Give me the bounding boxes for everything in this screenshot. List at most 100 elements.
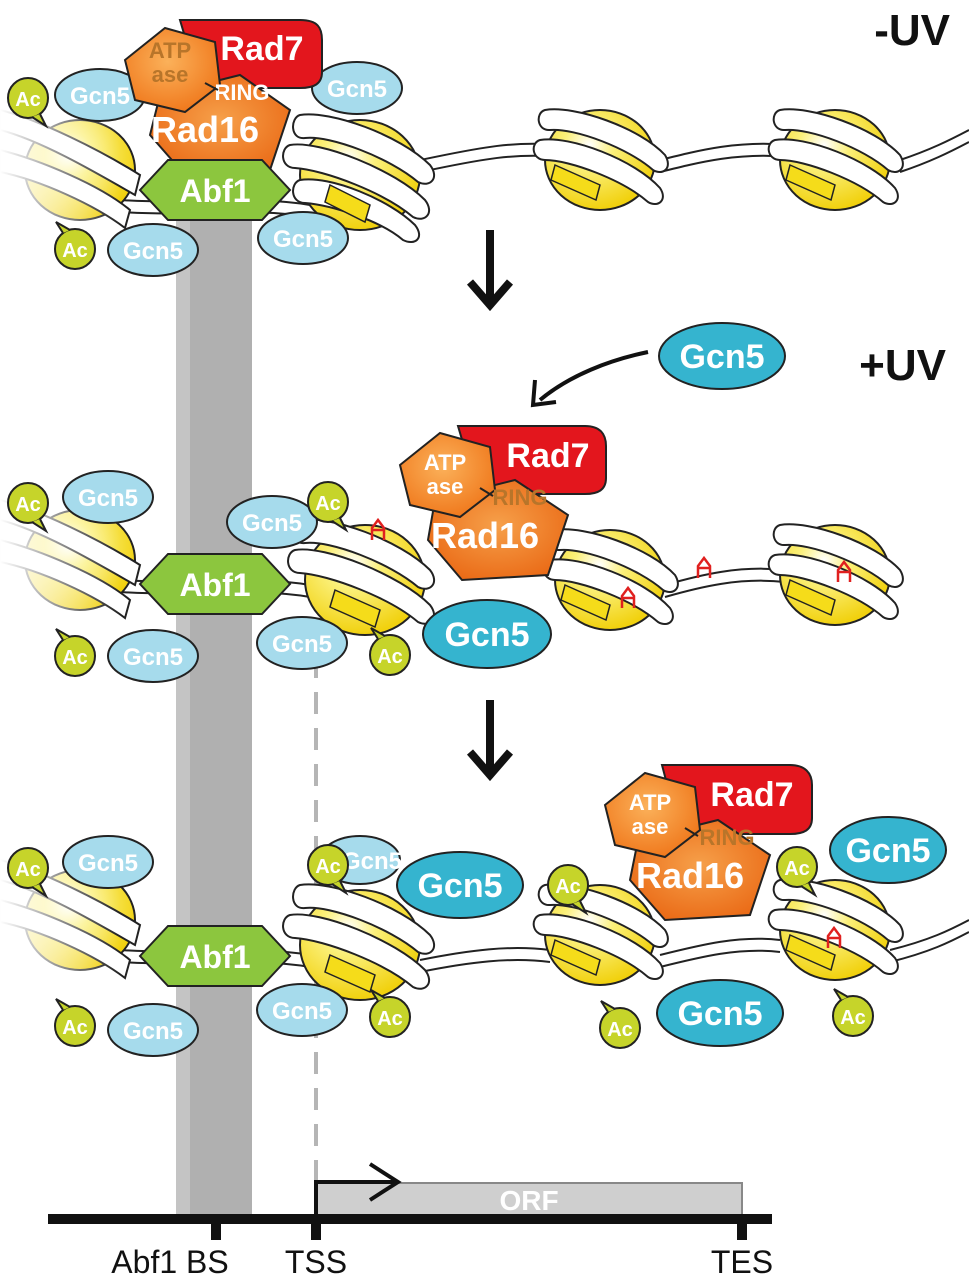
svg-text:Ac: Ac	[315, 856, 341, 878]
nucleosome	[287, 518, 436, 636]
svg-text:Gcn5: Gcn5	[679, 338, 764, 376]
abf1-protein: Abf1	[138, 553, 292, 615]
nucleosome	[767, 523, 904, 626]
gcn5-bound: Gcn5	[422, 599, 552, 669]
abf1-protein: Abf1	[138, 925, 292, 987]
svg-text:Gcn5: Gcn5	[845, 832, 930, 870]
acetyl-mark: Ac	[7, 847, 49, 899]
acetyl-mark: Ac	[832, 988, 874, 1037]
svg-text:RING: RING	[700, 825, 755, 850]
svg-text:ATP: ATP	[149, 38, 191, 63]
arrow-down	[466, 230, 514, 312]
svg-text:RING: RING	[215, 80, 270, 105]
svg-text:Ac: Ac	[315, 493, 341, 515]
svg-text:Gcn5: Gcn5	[70, 83, 130, 110]
acetyl-mark: Ac	[307, 481, 349, 533]
gcn5-bound: Gcn5	[829, 816, 947, 884]
gcn5-faded: Gcn5	[107, 1003, 199, 1057]
svg-text:Ac: Ac	[62, 240, 88, 262]
gcn5-recruited: Gcn5	[658, 322, 786, 390]
svg-text:Ac: Ac	[15, 494, 41, 516]
svg-text:ase: ase	[632, 814, 669, 839]
svg-text:Ac: Ac	[62, 647, 88, 669]
svg-text:Rad7: Rad7	[220, 30, 303, 68]
svg-text:Gcn5: Gcn5	[677, 995, 762, 1033]
acetyl-mark: Ac	[7, 482, 49, 534]
svg-text:Ac: Ac	[377, 646, 403, 668]
uv-lesion-icon	[370, 517, 386, 540]
acetyl-mark: Ac	[599, 1000, 641, 1049]
plus-uv-label: +UV	[859, 341, 946, 390]
uv-lesion-icon	[826, 925, 842, 948]
svg-text:Gcn5: Gcn5	[272, 631, 332, 658]
recruitment-arrow	[538, 350, 649, 402]
acetyl-mark: Ac	[369, 627, 411, 676]
svg-text:ase: ase	[152, 62, 189, 87]
gcn5-faded: Gcn5	[107, 223, 199, 277]
gcn5-bound: Gcn5	[396, 851, 524, 919]
svg-text:Ac: Ac	[607, 1019, 633, 1041]
svg-text:Ac: Ac	[62, 1017, 88, 1039]
svg-text:Gcn5: Gcn5	[444, 616, 529, 654]
nucleosome	[532, 883, 669, 986]
rad7-rad16-complex: Rad7 ATP ase RING Rad16	[603, 764, 813, 922]
svg-text:Abf1: Abf1	[179, 939, 250, 975]
gcn5-faded: Gcn5	[311, 61, 403, 115]
uv-lesion-icon	[836, 559, 852, 582]
abf1-protein: Abf1	[138, 159, 292, 221]
svg-text:RING: RING	[493, 485, 548, 510]
acetyl-mark: Ac	[7, 77, 49, 129]
nucleosome	[282, 113, 436, 244]
svg-text:ATP: ATP	[424, 450, 466, 475]
svg-text:Rad7: Rad7	[506, 437, 589, 475]
tss-label: TSS	[285, 1244, 347, 1280]
gcn5-faded: Gcn5	[256, 616, 348, 670]
acetyl-mark: Ac	[54, 628, 96, 677]
panel-plus-uv: Gcn5 +UV	[0, 322, 947, 683]
svg-text:Rad16: Rad16	[151, 109, 259, 150]
gcn5-bound: Gcn5	[656, 979, 784, 1047]
svg-text:Abf1: Abf1	[179, 173, 250, 209]
svg-text:Gcn5: Gcn5	[327, 76, 387, 103]
dna-line	[48, 1214, 772, 1224]
svg-text:Gcn5: Gcn5	[123, 644, 183, 671]
svg-text:Ac: Ac	[840, 1007, 866, 1029]
svg-text:Gcn5: Gcn5	[123, 238, 183, 265]
svg-text:Rad7: Rad7	[710, 776, 793, 814]
tes-label: TES	[711, 1244, 773, 1280]
svg-text:Ac: Ac	[784, 858, 810, 880]
svg-text:Abf1: Abf1	[179, 567, 250, 603]
svg-text:Ac: Ac	[15, 859, 41, 881]
acetyl-mark: Ac	[54, 998, 96, 1047]
svg-text:ase: ase	[427, 474, 464, 499]
svg-text:Gcn5: Gcn5	[78, 485, 138, 512]
svg-text:ORF: ORF	[499, 1185, 558, 1216]
uv-lesion-icon	[620, 585, 636, 608]
svg-text:Gcn5: Gcn5	[342, 848, 402, 875]
acetyl-mark: Ac	[307, 844, 349, 896]
gcn5-faded: Gcn5	[107, 629, 199, 683]
svg-text:Gcn5: Gcn5	[78, 850, 138, 877]
acetyl-mark: Ac	[54, 221, 96, 270]
svg-text:Rad16: Rad16	[431, 515, 539, 556]
rad7-rad16-complex: Rad7 ATP ase RING Rad16	[123, 19, 323, 177]
svg-text:Ac: Ac	[555, 876, 581, 898]
panel-post-repair: Gcn5 Gcn5 Gcn5 Gcn5 Gcn5 Gcn5 Gcn5	[0, 764, 969, 1057]
svg-text:Gcn5: Gcn5	[123, 1018, 183, 1045]
nucleosome	[282, 883, 436, 1001]
minus-uv-label: -UV	[874, 6, 950, 55]
gcn5-faded: Gcn5	[62, 470, 154, 524]
svg-text:ATP: ATP	[629, 790, 671, 815]
svg-text:Rad16: Rad16	[636, 855, 744, 896]
gcn5-faded: Gcn5	[226, 495, 318, 549]
nucleosome	[767, 108, 904, 211]
gcn5-faded: Gcn5	[257, 211, 349, 265]
gcn5-faded: Gcn5	[256, 983, 348, 1037]
gene-track: ORF Abf1 BS TSS TES	[48, 1162, 773, 1280]
gcn5-faded: Gcn5	[62, 835, 154, 889]
rad7-rad16-complex: Rad7 ATP ase RING Rad16	[398, 425, 607, 582]
svg-text:Gcn5: Gcn5	[273, 226, 333, 253]
abf1-bs-label: Abf1 BS	[111, 1244, 228, 1280]
svg-text:Ac: Ac	[15, 89, 41, 111]
